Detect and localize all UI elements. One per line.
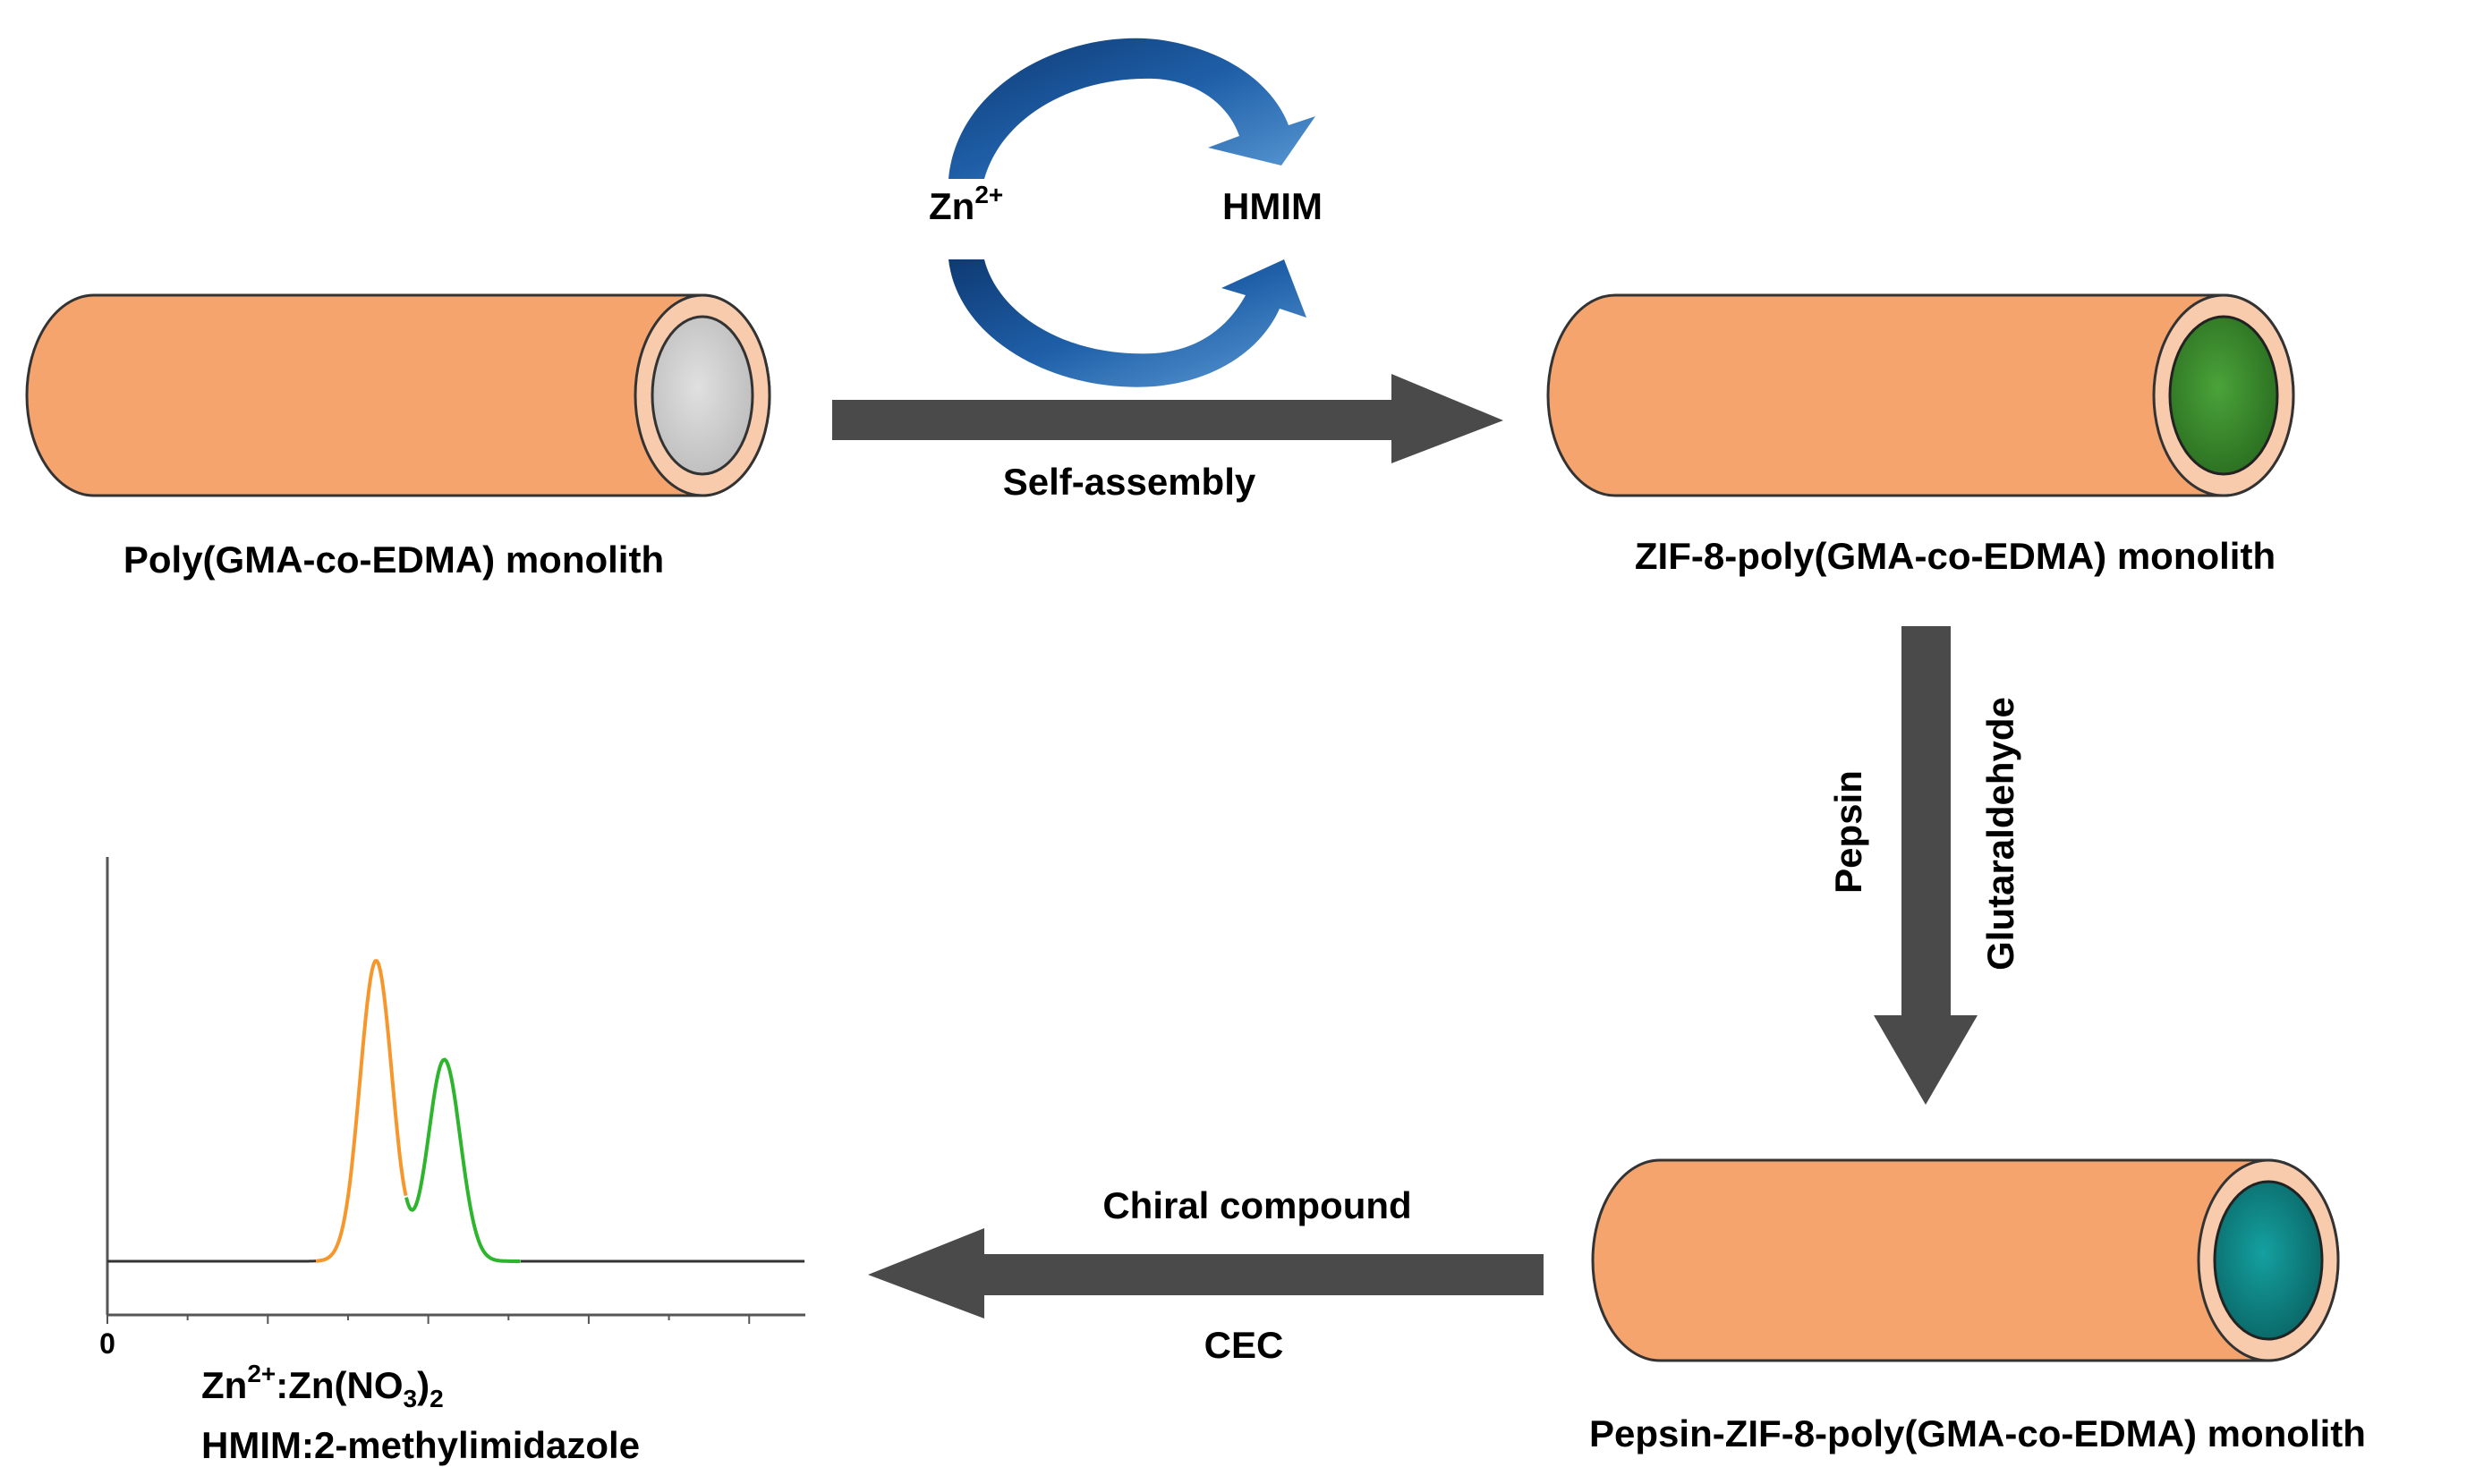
chart-series-peak-1	[315, 959, 408, 1263]
cycle-arrows	[949, 38, 1315, 387]
legend-hmim: HMIM:2-methylimidazole	[201, 1424, 640, 1466]
tube-plain-core	[651, 315, 754, 476]
label-chiral-compound: Chiral compound	[1102, 1184, 1411, 1226]
label-self-assembly: Self-assembly	[1003, 461, 1256, 503]
self-assembly-arrow	[832, 374, 1503, 463]
modification-arrow	[1874, 626, 1978, 1105]
chart-x-tick-label-0: 0	[99, 1327, 115, 1360]
chromatogram: 0	[99, 857, 805, 1360]
tube-pepsin-monolith	[1591, 1158, 2340, 1362]
separation-arrow	[868, 1228, 1544, 1319]
label-pepsin: Pepsin	[1827, 770, 1869, 894]
legend-zn: Zn2+:Zn(NO3)2	[201, 1360, 444, 1412]
chart-series-peak-2	[404, 1057, 521, 1263]
label-pepsin-monolith: Pepsin-ZIF-8-poly(GMA-co-EDMA) monolith	[1589, 1412, 2366, 1454]
chart-series	[107, 959, 805, 1263]
chart-x-ticks	[106, 1315, 751, 1324]
tube-pepsin-core	[2213, 1180, 2324, 1341]
label-cec: CEC	[1204, 1324, 1284, 1366]
label-zif-monolith: ZIF-8-poly(GMA-co-EDMA) monolith	[1635, 535, 2276, 577]
label-hmim: HMIM	[1222, 185, 1323, 227]
label-glutaraldehyde: Glutaraldehyde	[1979, 697, 2021, 971]
label-plain-monolith: Poly(GMA-co-EDMA) monolith	[123, 538, 664, 581]
cycle-arrow-lower	[949, 259, 1306, 387]
label-zn: Zn2+	[929, 181, 1003, 227]
tube-plain-monolith	[25, 293, 771, 497]
cycle-arrow-upper	[949, 38, 1315, 179]
tube-zif-monolith	[1546, 293, 2295, 497]
tube-zif-core	[2168, 315, 2279, 476]
